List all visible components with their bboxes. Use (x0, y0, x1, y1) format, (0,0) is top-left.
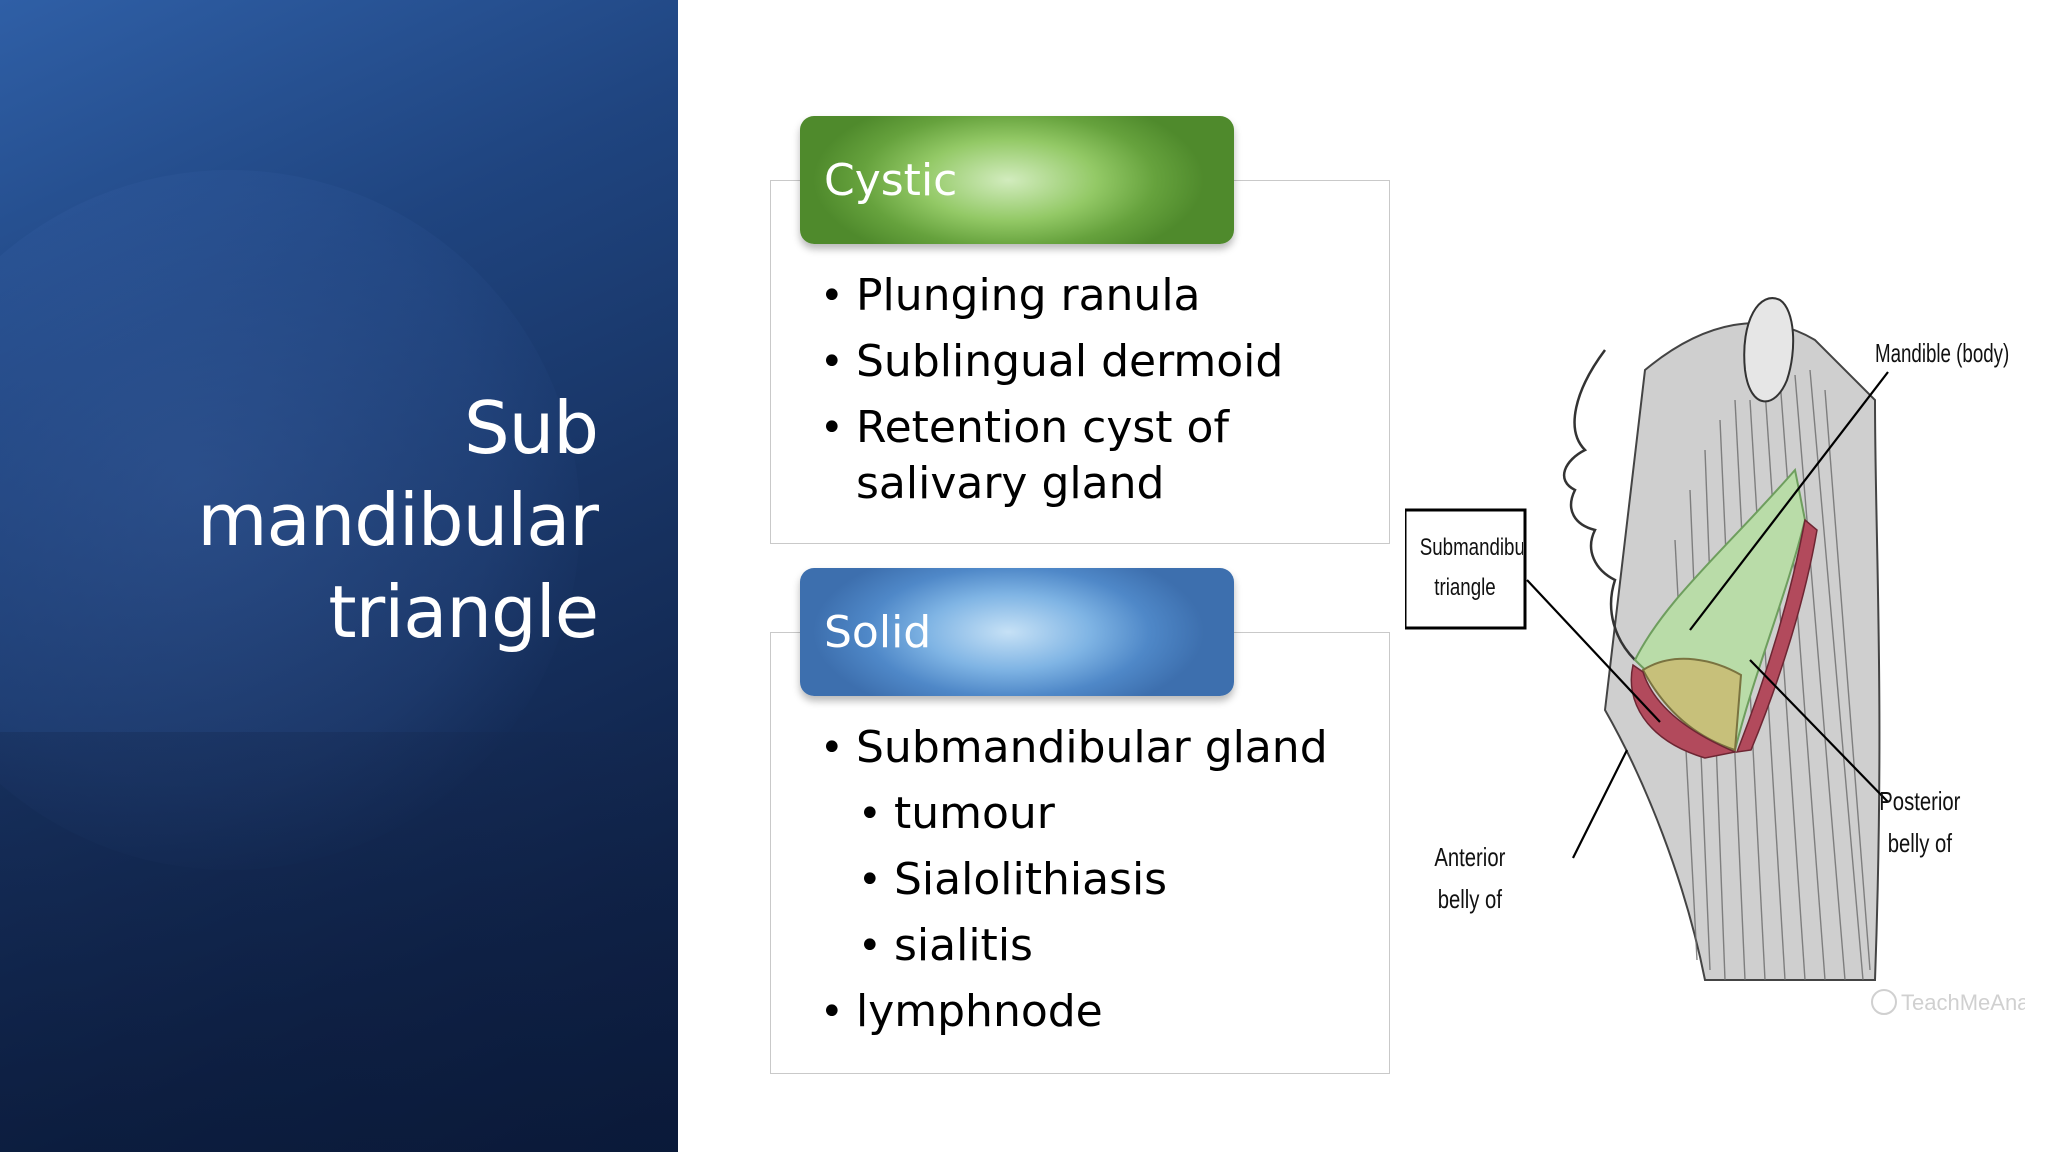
list-item: Retention cyst of salivary gland (820, 400, 1360, 512)
posterior-belly-label: Posterior belly of digastric (1879, 786, 1961, 858)
title-panel: Sub mandibular triangle (0, 0, 678, 1152)
neck-anatomy-figure: Submandibular triangle Mandible (body) P… (1405, 297, 2025, 1015)
cystic-header: Cystic (800, 116, 1234, 244)
slide-title-line: triangle (328, 570, 599, 654)
annotation-lines (1526, 371, 1889, 859)
anterior-belly-muscle (1630, 663, 1738, 759)
slide-title-line: mandibular (197, 478, 599, 562)
watermark-text: TeachMeAnatomy (1901, 990, 2025, 1015)
copyright-icon (1871, 989, 1897, 1015)
solid-header: Solid (800, 568, 1234, 696)
posterior-belly-muscle (1735, 518, 1818, 753)
submandibular-label-box (1405, 508, 1527, 630)
list-item: sialitis (820, 918, 1380, 974)
solid-header-label: Solid (824, 606, 932, 658)
list-item: Submandibular gland (820, 720, 1380, 776)
list-item: Plunging ranula (820, 268, 1360, 324)
decorative-band (0, 732, 678, 1152)
anterior-belly-label: Anterior belly of digastric (1434, 842, 1506, 914)
submandibular-label-text: Submandibular triangle (1419, 534, 1523, 601)
anatomy-illustration: Submandibular triangle Mandible (body) P… (1405, 280, 2025, 1040)
slide-title-line: Sub (463, 386, 599, 470)
list-item: lymphnode (820, 984, 1380, 1040)
submandibular-gland-region (1641, 657, 1743, 752)
mandible-label: Mandible (body) (1875, 338, 2010, 368)
cystic-list: Plunging ranula Sublingual dermoid Reten… (820, 268, 1360, 522)
slide-title: Sub mandibular triangle (38, 382, 599, 658)
ear-shape (1743, 297, 1795, 403)
face-profile (1563, 349, 1636, 661)
list-item: Sialolithiasis (820, 852, 1380, 908)
solid-list: Submandibular gland tumour Sialolithiasi… (820, 720, 1380, 1050)
cystic-header-label: Cystic (824, 154, 958, 206)
list-item: tumour (820, 786, 1380, 842)
list-item: Sublingual dermoid (820, 334, 1360, 390)
